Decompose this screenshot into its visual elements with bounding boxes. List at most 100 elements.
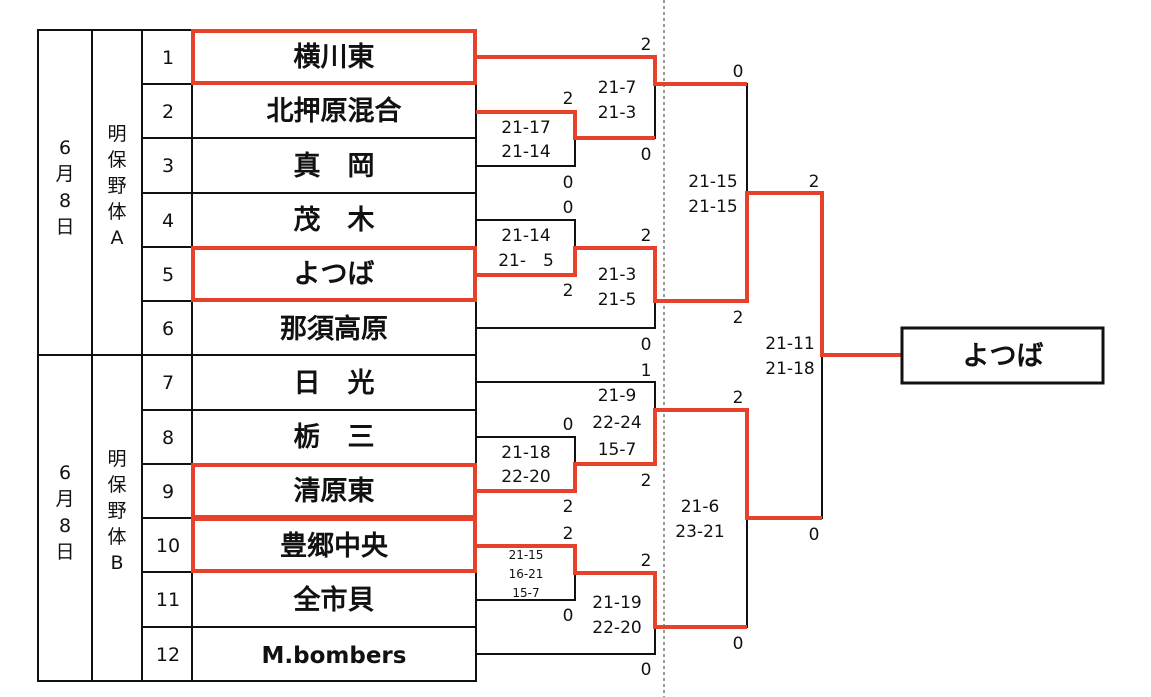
set-score: 23-21 [675,522,724,542]
score-bottom: 2 [641,471,652,491]
set-score: 21-15 [688,172,737,192]
set-score: 21-15 [509,548,544,562]
seed-number: 2 [162,101,174,123]
bracket-line-semi-bottom [655,409,748,628]
score-top: 0 [563,415,574,435]
score-bottom: 0 [563,606,574,626]
set-score: 22-20 [592,618,641,638]
set-score: 21-6 [681,497,720,517]
venue-char: 保 [107,474,126,496]
winner-box-team-1 [191,29,477,85]
seed-number: 9 [162,481,174,503]
team-name: 豊郷中央 [280,531,389,562]
group-label-a: 6 月 8 日 明 保 野 体 A [55,123,126,249]
bracket-table [37,29,477,682]
set-score: 21-18 [501,443,550,463]
seed-column: 1 2 3 4 5 6 7 8 9 10 11 12 [156,47,180,666]
seed-number: 1 [162,47,174,69]
date-char: 月 [55,488,74,510]
winner-path-team-5 [476,191,902,357]
team-name: 真 岡 [294,151,375,182]
team-name: 茂 木 [294,205,375,236]
team-name: 清原東 [294,476,375,507]
score-bottom: 0 [733,634,744,654]
set-score: 22-20 [501,467,550,487]
seed-number: 5 [162,264,174,286]
date-char: 6 [59,137,71,159]
winner-box-team-10 [191,517,477,573]
champion-frame [900,326,1105,385]
group-label-b: 6 月 8 日 明 保 野 体 B [55,448,126,574]
set-score: 21-7 [598,78,637,98]
team-name: よつば [294,259,375,290]
set-score: 21-3 [598,103,637,123]
score-top: 2 [641,35,652,55]
score-top: 2 [563,524,574,544]
set-score: 15-7 [512,586,539,600]
winner-highlights [191,29,902,629]
venue-char: 体 [107,201,126,223]
match-scores: 2 21-17 21-14 0 0 21-14 21- 5 2 0 21-18 … [498,35,819,680]
set-score: 21-14 [501,142,550,162]
set-score: 21- 5 [498,251,554,271]
score-top: 1 [641,361,652,381]
set-score: 15-7 [598,440,637,460]
winner-box-team-5 [191,246,477,302]
set-score: 22-24 [592,413,641,433]
date-char: 6 [59,462,71,484]
date-char: 8 [59,515,71,537]
seed-number: 7 [162,372,174,394]
score-bottom: 0 [641,145,652,165]
champion-name: よつば [963,341,1044,372]
bracket-line-final [747,192,823,519]
set-score: 21-17 [501,118,550,138]
score-bottom: 0 [563,173,574,193]
winner-path-team-2 [476,110,655,140]
set-score: 16-21 [509,567,544,581]
venue-char: 体 [107,526,126,548]
set-score: 21-19 [592,593,641,613]
set-score: 21-11 [765,334,814,354]
score-bottom: 2 [563,281,574,301]
set-score: 21-9 [598,386,637,406]
score-top: 2 [733,388,744,408]
team-name: 北押原混合 [267,95,402,127]
venue-char: 野 [107,500,126,522]
date-char: 月 [55,163,74,185]
set-score: 21-5 [598,290,637,310]
score-bottom: 0 [809,525,820,545]
date-char: 日 [55,541,74,563]
team-name: M.bombers [262,643,407,669]
champion-box: よつば [900,326,1105,385]
venue-char: 明 [107,448,126,470]
set-score: 21-18 [765,359,814,379]
score-bottom: 2 [733,308,744,328]
date-char: 8 [59,190,71,212]
set-score: 21-14 [501,226,550,246]
bracket-line-semi-top [655,83,748,302]
team-name: 栃 三 [294,422,375,453]
venue-char: 野 [107,175,126,197]
team-column: 横川東 北押原混合 真 岡 茂 木 よつば 那須高原 日 光 栃 三 清原東 豊… [262,42,407,669]
seed-number: 3 [162,155,174,177]
venue-char: B [110,552,123,574]
team-name: 那須高原 [280,313,388,345]
team-name: 日 光 [294,368,375,399]
seed-number: 10 [156,535,180,557]
score-bottom: 0 [641,335,652,355]
seed-number: 12 [156,644,180,666]
winner-path-team-10 [476,544,747,629]
team-name: 横川東 [294,42,375,73]
score-top: 0 [563,198,574,218]
seed-number: 4 [162,210,174,232]
winner-path-team-9 [476,408,822,520]
venue-char: A [111,227,124,249]
score-top: 2 [563,89,574,109]
set-score: 21-15 [688,197,737,217]
score-top: 2 [809,172,820,192]
seed-number: 11 [156,589,180,611]
team-name: 全市貝 [293,584,375,616]
seed-number: 6 [162,318,174,340]
seed-number: 8 [162,427,174,449]
winner-path-team-1 [476,55,747,86]
